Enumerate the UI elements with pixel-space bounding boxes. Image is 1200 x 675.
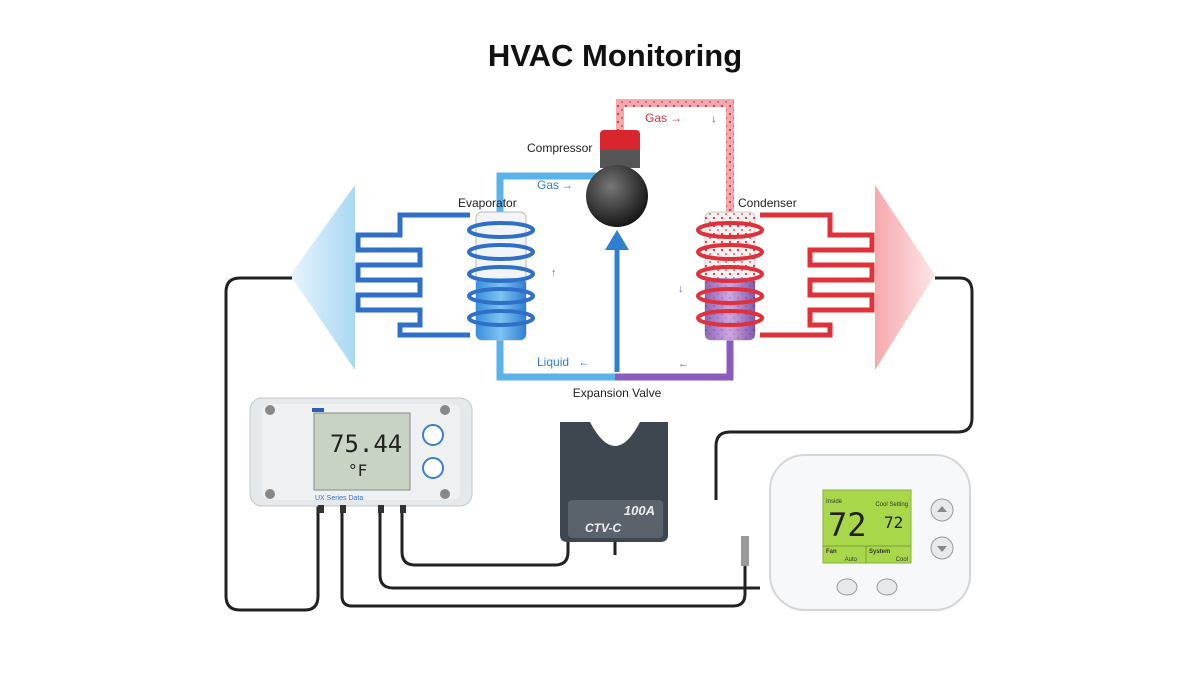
- inside-label: Inside: [826, 499, 843, 505]
- temperature-probe: [741, 536, 749, 566]
- arrow-up-icon: ↑: [551, 267, 557, 279]
- evaporator-label: Evaporator: [458, 196, 517, 210]
- thermostat-lcd: [822, 489, 912, 564]
- arrow-right-icon: →: [670, 111, 682, 125]
- gas-hot-label: Gas: [645, 111, 667, 125]
- setting-temp: 72: [884, 513, 903, 532]
- arrow-left-icon: ←: [578, 355, 590, 369]
- arrow-right-icon: →: [561, 178, 573, 192]
- logger-button-down[interactable]: [422, 457, 444, 479]
- fan-label: Fan: [826, 549, 837, 555]
- compressor-label: Compressor: [527, 141, 592, 155]
- liquid-pipe-cold: [496, 338, 615, 381]
- logger-footer: UX Series Data: [315, 495, 363, 502]
- condenser-label: Condenser: [738, 196, 797, 210]
- arrow-left-icon: ←: [678, 358, 689, 370]
- current-transformer: 100A CTV-C: [560, 422, 668, 542]
- expansion-valve-label: Expansion Valve: [573, 386, 662, 400]
- inside-temp: 72: [828, 506, 867, 544]
- liquid-label: Liquid: [537, 355, 569, 369]
- evaporator-fins: [355, 212, 470, 338]
- arrow-up-icon: [605, 230, 629, 250]
- thermostat: Inside 72 Cool Setting 72 Fan Auto Syste…: [769, 454, 971, 611]
- logger-lcd: [313, 412, 411, 491]
- suction-gas-pipe: [496, 172, 596, 212]
- diagram-title: HVAC Monitoring: [488, 38, 742, 73]
- cold-air-outlet: [290, 185, 355, 370]
- ct-model: CTV-C: [585, 521, 622, 535]
- chevron-down-icon: [937, 546, 947, 552]
- cool-setting-label: Cool Setting: [875, 502, 908, 508]
- fan-value: Auto: [845, 557, 858, 563]
- arrow-down-icon: ↓: [711, 113, 717, 125]
- gas-cold-label: Gas: [537, 178, 559, 192]
- system-button[interactable]: [876, 578, 898, 596]
- logger-unit: °F: [348, 461, 367, 480]
- system-label: System: [869, 549, 890, 555]
- compressor: [586, 130, 648, 227]
- chevron-up-icon: [937, 506, 947, 512]
- ct-rating: 100A: [624, 503, 655, 518]
- fan-button[interactable]: [836, 578, 858, 596]
- condenser-fins: [760, 212, 875, 338]
- hot-air-outlet: [875, 185, 935, 370]
- evaporator: [467, 211, 535, 341]
- arrow-down-icon: ↓: [678, 283, 684, 295]
- data-logger: 75.44 °F UX Series Data: [249, 397, 473, 513]
- logger-reading: 75.44: [330, 430, 402, 458]
- logger-button-up[interactable]: [422, 424, 444, 446]
- condenser: [696, 211, 764, 341]
- liquid-pipe-warm: [615, 338, 734, 381]
- sensor-cables: [224, 276, 974, 612]
- system-value: Cool: [896, 557, 908, 563]
